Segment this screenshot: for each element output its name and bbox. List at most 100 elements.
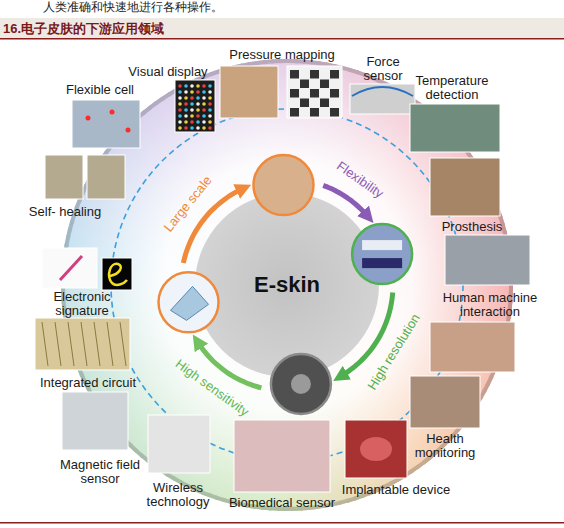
led-dot <box>178 114 182 118</box>
pressure-cell <box>330 70 339 79</box>
led-dot <box>208 120 212 124</box>
led-dot <box>178 108 182 112</box>
signature-stroke <box>109 264 127 285</box>
led-dot <box>184 102 188 106</box>
led-dot <box>196 90 200 94</box>
led-dot <box>202 120 206 124</box>
led-dot <box>208 114 212 118</box>
pressure-cell <box>320 99 329 108</box>
prosthesis-photo <box>430 158 500 216</box>
sheet-image <box>159 272 219 332</box>
application-label: Temperature detection <box>407 74 497 102</box>
circuit-trace <box>81 322 87 366</box>
interaction-photo <box>445 235 530 285</box>
circuit-trace <box>94 322 100 366</box>
pressure-cell <box>310 89 319 98</box>
pressure-cell <box>310 70 319 79</box>
led-dot <box>184 108 188 112</box>
array-image <box>352 224 412 284</box>
circuit-trace <box>120 322 126 366</box>
led-dot <box>184 126 188 130</box>
led-dot <box>202 126 206 130</box>
application-label: Health monitoring <box>405 432 485 460</box>
led-dot <box>190 108 194 112</box>
led-dot <box>196 108 200 112</box>
property-label: Large scale <box>148 157 228 251</box>
application-label: Implantable device <box>331 483 461 497</box>
tablet-photo <box>42 248 97 288</box>
circuit-trace <box>42 322 48 366</box>
pressure-cell <box>330 108 339 117</box>
led-spot <box>126 128 131 133</box>
center-circle: E-skin <box>195 193 379 377</box>
pressure-cell <box>290 89 299 98</box>
led-dot <box>202 114 206 118</box>
bottom-rule <box>0 522 564 524</box>
title-rule <box>0 38 564 40</box>
pressure-cell <box>290 108 299 117</box>
circuit-trace <box>68 322 74 366</box>
node-title: E-skin <box>254 272 320 298</box>
application-label: Self- healing <box>10 205 120 219</box>
property-label: High resolution <box>354 293 435 411</box>
monitoring-photo <box>430 322 515 372</box>
led-dot <box>202 84 206 88</box>
pressure-cell <box>320 80 329 89</box>
led-dot <box>184 84 188 88</box>
array-panel <box>362 258 402 268</box>
force-sensor-photo <box>350 84 415 114</box>
led-dot <box>190 96 194 100</box>
led-dot <box>178 84 182 88</box>
led-dot <box>178 102 182 106</box>
led-dot <box>196 114 200 118</box>
application-label: Human machine interaction <box>420 291 560 319</box>
array-panel <box>362 240 402 250</box>
biomedical-photo <box>234 420 330 492</box>
led-dot <box>208 102 212 106</box>
application-label: Wireless technology <box>138 481 218 509</box>
led-dot <box>196 84 200 88</box>
property-label: Flexibility <box>311 143 409 218</box>
circuit-photo <box>35 318 130 370</box>
led-dot <box>208 90 212 94</box>
led-dot <box>208 126 212 130</box>
force-curve <box>352 87 413 96</box>
circuit-trace <box>107 322 113 366</box>
stylus <box>60 256 82 280</box>
magnetic-photo <box>62 392 128 450</box>
led-dot <box>184 90 188 94</box>
signature-screen <box>102 258 132 290</box>
application-label: Biomedical sensor <box>217 496 347 510</box>
application-label: Flexible cell <box>45 83 155 97</box>
neck-photo <box>410 376 480 428</box>
title-bar <box>0 18 564 39</box>
led-dot <box>190 90 194 94</box>
implant-photo <box>345 420 407 478</box>
figure-title: 16.电子皮肤的下游应用领域 <box>3 21 164 36</box>
led-dot <box>184 120 188 124</box>
led-dot <box>184 96 188 100</box>
application-label: Integrated circuit <box>23 376 153 390</box>
pressure-cell <box>290 70 299 79</box>
led-dot <box>190 102 194 106</box>
led-dot <box>208 84 212 88</box>
led-dot <box>190 114 194 118</box>
pressure-cell <box>300 99 309 108</box>
led-dot <box>178 90 182 94</box>
led-dot <box>178 96 182 100</box>
led-dot <box>184 114 188 118</box>
led-dot <box>178 120 182 124</box>
led-dot <box>202 96 206 100</box>
led-spot <box>110 110 115 115</box>
led-dot <box>190 120 194 124</box>
healing-photo <box>45 155 83 199</box>
temperature-photo <box>410 104 500 152</box>
property-label: High sensitivity <box>155 344 268 432</box>
body-text: 人类准确和快速地进行各种操作。 <box>13 0 253 14</box>
application-label: Pressure mapping <box>217 48 347 62</box>
circuit-trace <box>55 322 61 366</box>
led-dot <box>208 96 212 100</box>
led-dot <box>202 102 206 106</box>
led-dot <box>196 102 200 106</box>
pressure-map <box>287 66 342 118</box>
